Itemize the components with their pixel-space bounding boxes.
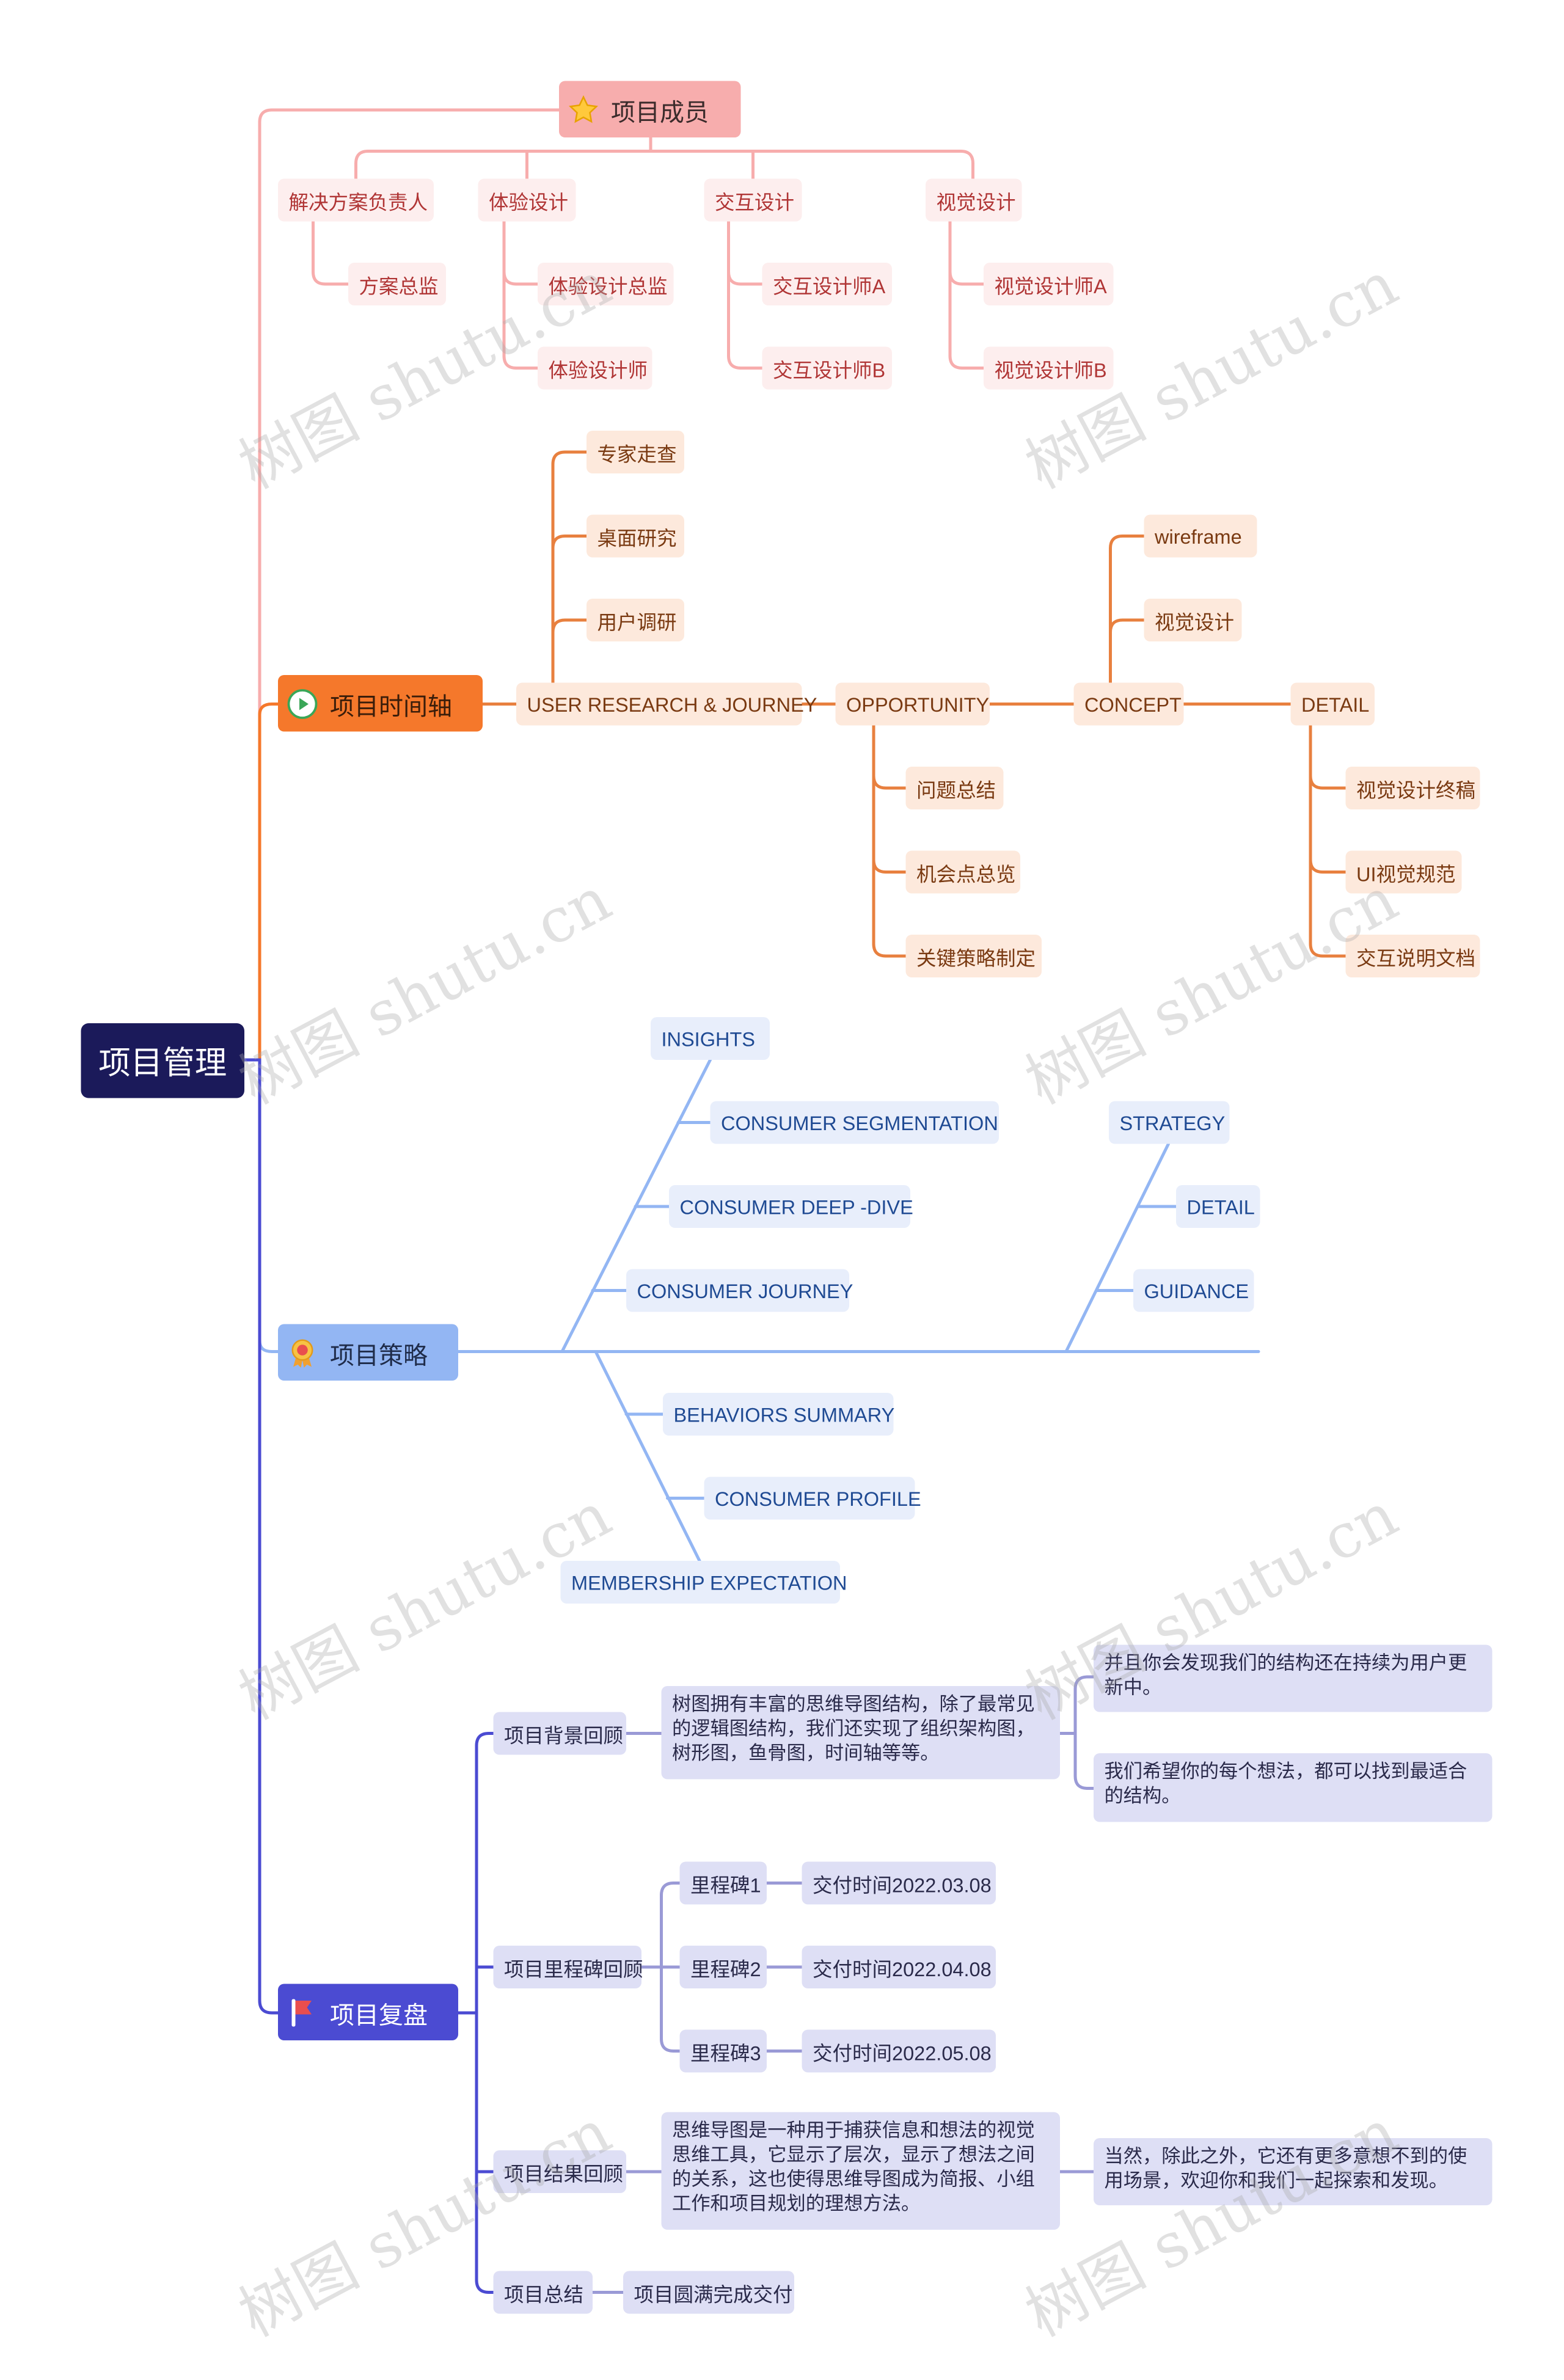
strategy-item[interactable]: CONSUMER SEGMENTATION: [710, 1101, 999, 1144]
timeline-item[interactable]: 视觉设计终稿: [1345, 767, 1480, 809]
branch-review-label: 项目复盘: [330, 2002, 428, 2029]
timeline-item[interactable]: 交互说明文档: [1345, 935, 1480, 977]
member-item[interactable]: 方案总监: [348, 263, 446, 305]
review-topic[interactable]: 项目背景回顾: [493, 1712, 626, 1755]
connector-root-members: [243, 108, 561, 1062]
milestone-label[interactable]: 里程碑1: [679, 1861, 767, 1905]
member-item[interactable]: 交互设计师A: [762, 263, 892, 305]
member-item[interactable]: 体验设计总监: [538, 263, 674, 305]
branch-strategy-label: 项目策略: [330, 1343, 428, 1370]
root-node[interactable]: 项目管理: [81, 1023, 244, 1098]
timeline-item[interactable]: UI视觉规范: [1345, 850, 1462, 894]
timeline-item[interactable]: 用户调研: [586, 599, 684, 641]
milestone-label[interactable]: 里程碑3: [679, 2029, 767, 2073]
review-topic[interactable]: 项目结果回顾: [493, 2150, 626, 2193]
member-group[interactable]: 解决方案负责人: [278, 178, 434, 222]
review-text[interactable]: 思维导图是一种用于捕获信息和想法的视觉思维工具，它显示了层次，显示了想法之间的关…: [661, 2112, 1060, 2230]
play-icon: [287, 688, 318, 718]
strategy-item[interactable]: BEHAVIORS SUMMARY: [663, 1393, 894, 1436]
review-summary-value[interactable]: 项目圆满完成交付: [623, 2271, 794, 2314]
review-topic[interactable]: 项目总结: [493, 2271, 593, 2314]
branch-timeline[interactable]: 项目时间轴: [278, 675, 483, 732]
strategy-item[interactable]: CONSUMER JOURNEY: [626, 1269, 853, 1312]
strategy-item[interactable]: GUIDANCE: [1133, 1269, 1254, 1312]
member-item[interactable]: 体验设计师: [538, 346, 652, 390]
flag-icon: [287, 1997, 318, 2028]
timeline-item[interactable]: 问题总结: [905, 767, 1004, 809]
member-group[interactable]: 视觉设计: [926, 178, 1022, 222]
award-ribbon-icon: [287, 1337, 318, 1368]
timeline-item[interactable]: 桌面研究: [586, 514, 684, 558]
review-note[interactable]: 我们希望你的每个想法，都可以找到最适合的结构。: [1094, 1753, 1493, 1822]
milestone-date[interactable]: 交付时间2022.03.08: [802, 1861, 996, 1905]
member-item[interactable]: 视觉设计师A: [984, 263, 1114, 305]
member-item[interactable]: 交互设计师B: [762, 346, 892, 390]
timeline-item[interactable]: wireframe: [1144, 514, 1257, 558]
review-text[interactable]: 树图拥有丰富的思维导图结构，除了最常见的逻辑图结构，我们还实现了组织架构图，树形…: [661, 1686, 1060, 1780]
strategy-item[interactable]: CONSUMER DEEP -DIVE: [669, 1185, 913, 1228]
strategy-bone[interactable]: INSIGHTS: [651, 1017, 770, 1060]
star-icon: [568, 94, 599, 125]
timeline-item[interactable]: 视觉设计: [1144, 599, 1242, 641]
timeline-stage[interactable]: DETAIL: [1290, 682, 1375, 726]
timeline-item[interactable]: 关键策略制定: [905, 935, 1042, 977]
branch-members-label: 项目成员: [611, 100, 709, 126]
milestone-date[interactable]: 交付时间2022.04.08: [802, 1946, 996, 1988]
strategy-item[interactable]: CONSUMER PROFILE: [704, 1477, 921, 1520]
connector-root-review: [243, 1058, 280, 2015]
member-group[interactable]: 体验设计: [478, 178, 576, 222]
strategy-bone[interactable]: STRATEGY: [1109, 1101, 1230, 1144]
branch-review[interactable]: 项目复盘: [278, 1984, 458, 2040]
milestone-date[interactable]: 交付时间2022.05.08: [802, 2029, 996, 2073]
strategy-item[interactable]: DETAIL: [1176, 1185, 1260, 1228]
member-group[interactable]: 交互设计: [704, 178, 802, 222]
review-topic[interactable]: 项目里程碑回顾: [493, 1946, 643, 1988]
connector-root-timeline: [243, 703, 280, 1062]
branch-strategy[interactable]: 项目策略: [278, 1324, 458, 1381]
member-item[interactable]: 视觉设计师B: [984, 346, 1114, 390]
strategy-bone[interactable]: MEMBERSHIP EXPECTATION: [560, 1561, 847, 1604]
timeline-stage[interactable]: CONCEPT: [1073, 682, 1184, 726]
branch-members[interactable]: 项目成员: [559, 81, 741, 137]
timeline-item[interactable]: 机会点总览: [905, 850, 1020, 894]
review-note[interactable]: 当然，除此之外，它还有更多意想不到的使用场景，欢迎你和我们一起探索和发现。: [1094, 2138, 1493, 2205]
branch-timeline-label: 项目时间轴: [330, 694, 453, 720]
timeline-stage[interactable]: USER RESEARCH & JOURNEY: [516, 682, 817, 726]
review-note[interactable]: 并且你会发现我们的结构还在持续为用户更新中。: [1094, 1644, 1493, 1712]
timeline-item[interactable]: 专家走查: [586, 431, 684, 473]
timeline-stage[interactable]: OPPORTUNITY: [835, 682, 990, 726]
milestone-label[interactable]: 里程碑2: [679, 1946, 767, 1988]
